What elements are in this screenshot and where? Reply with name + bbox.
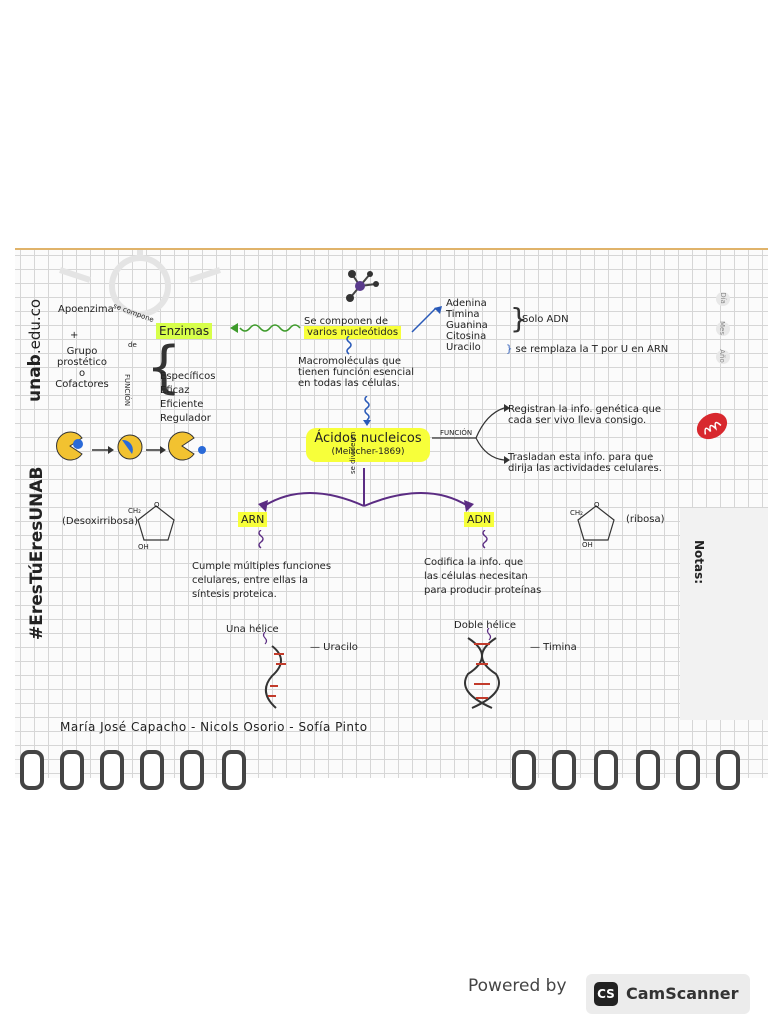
enzymes-wavy-arrow xyxy=(230,323,301,333)
funcion-label: FUNCIÓN xyxy=(123,374,131,407)
base-uracilo: Uracilo xyxy=(446,342,481,353)
center-node: Ácidos nucleicos (Meischer-1869) xyxy=(306,428,430,462)
prop-eficiente: Eficiente xyxy=(160,399,204,410)
camscanner-label: CamScanner xyxy=(626,984,739,1003)
rna-single-helix xyxy=(265,645,286,709)
tab-ano: Año xyxy=(717,349,726,363)
adn-description: Codifica la info. que las células necesi… xyxy=(424,557,542,596)
deoxy-oh: OH xyxy=(138,543,149,551)
function-item-2: Trasladan esta info. para que dirija las… xyxy=(508,452,662,474)
camscanner-logo-icon: CS xyxy=(594,982,618,1006)
base-guanina: Guanina xyxy=(446,320,488,331)
center-title: Ácidos nucleicos xyxy=(314,431,422,446)
authors-line: María José Capacho - Nicols Osorio - Sof… xyxy=(60,720,368,734)
enzyme-brace: { xyxy=(146,335,182,400)
deoxy-ch2: CH₂ xyxy=(128,507,141,515)
lightbulb-watermark xyxy=(59,250,221,317)
arn-description: Cumple múltiples funciones celulares, en… xyxy=(192,561,332,600)
grupo-prostetico: Grupo prostético o Cofactores xyxy=(55,346,109,390)
replace-note: } se remplaza la T por U en ARN xyxy=(506,344,669,355)
arn-wavy-arrow xyxy=(258,530,264,549)
de-label: de xyxy=(128,341,137,349)
bases-wavy-arrow xyxy=(411,306,442,333)
ribose-o: O xyxy=(594,501,600,509)
enzimas-title: Enzimas xyxy=(156,323,213,339)
function-item-1: Registran la info. genética que cada ser… xyxy=(508,404,662,426)
adn-label: ADN xyxy=(464,512,495,527)
mitochondria-icon xyxy=(696,412,728,440)
ribose-structure xyxy=(577,505,615,541)
bases-brace: } xyxy=(510,302,528,335)
base-timina: Timina xyxy=(446,309,480,320)
arn-small-arrow xyxy=(262,632,268,645)
date-tabs: Día Mes Año xyxy=(712,292,734,374)
adn-wavy-arrow xyxy=(482,530,488,549)
enzyme-substrate-diagram xyxy=(56,431,206,461)
adn-small-arrow xyxy=(486,628,492,641)
notes-panel xyxy=(680,508,768,720)
deoxyribose-structure xyxy=(137,505,175,541)
arn-label: ARN xyxy=(238,512,268,527)
doble-helice: Doble hélice xyxy=(454,620,516,631)
desoxirribosa-label: (Desoxirribosa) xyxy=(62,516,139,527)
solo-adn: Solo ADN xyxy=(522,314,569,325)
function-arrows xyxy=(432,404,510,464)
una-helice: Una hélice xyxy=(226,624,279,635)
base-adenina: Adenina xyxy=(446,298,487,309)
funcion2-label: FUNCIÓN xyxy=(440,429,473,437)
wavy-down-1 xyxy=(346,336,352,355)
dna-double-helix xyxy=(464,637,500,709)
ribose-oh: OH xyxy=(582,541,593,549)
tab-dia: Día xyxy=(718,292,727,304)
brand-site: unab.edu.co xyxy=(25,298,45,402)
ribosa-label: (ribosa) xyxy=(626,514,665,525)
wavy-down-2 xyxy=(363,396,371,426)
timina-label: — Timina xyxy=(530,642,577,653)
base-citosina: Citosina xyxy=(446,331,487,342)
uracilo-label: — Uracilo xyxy=(310,642,358,653)
powered-by: Powered by xyxy=(468,976,567,996)
ribose-ch2: CH₂ xyxy=(570,509,583,517)
brand-hashtag: #EresTúEresUNAB xyxy=(27,466,47,640)
macro-text: Macromoléculas que tienen función esenci… xyxy=(298,356,415,389)
camscanner-badge: CS CamScanner xyxy=(586,974,750,1014)
prop-regulador: Regulador xyxy=(160,413,211,424)
prop-especificos: Específicos xyxy=(160,371,216,382)
tab-mes: Mes xyxy=(718,321,726,335)
split-arrows xyxy=(258,468,474,512)
molecule-icon xyxy=(346,270,379,302)
center-sub: (Meischer-1869) xyxy=(331,447,405,457)
apoenzima: Apoenzima xyxy=(58,304,114,315)
enzyme-props: Específicos Eficaz Eficiente Regulador xyxy=(160,370,215,426)
plus-sign: + xyxy=(70,330,79,341)
notes-label: Notas: xyxy=(692,540,706,585)
composed-text: Se componen de varios nucleótidos xyxy=(304,316,402,339)
deoxy-o: O xyxy=(154,501,160,509)
prop-eficaz: Eficaz xyxy=(160,385,190,396)
bases-list: Adenina Timina Guanina Citosina Uracilo xyxy=(446,298,488,353)
